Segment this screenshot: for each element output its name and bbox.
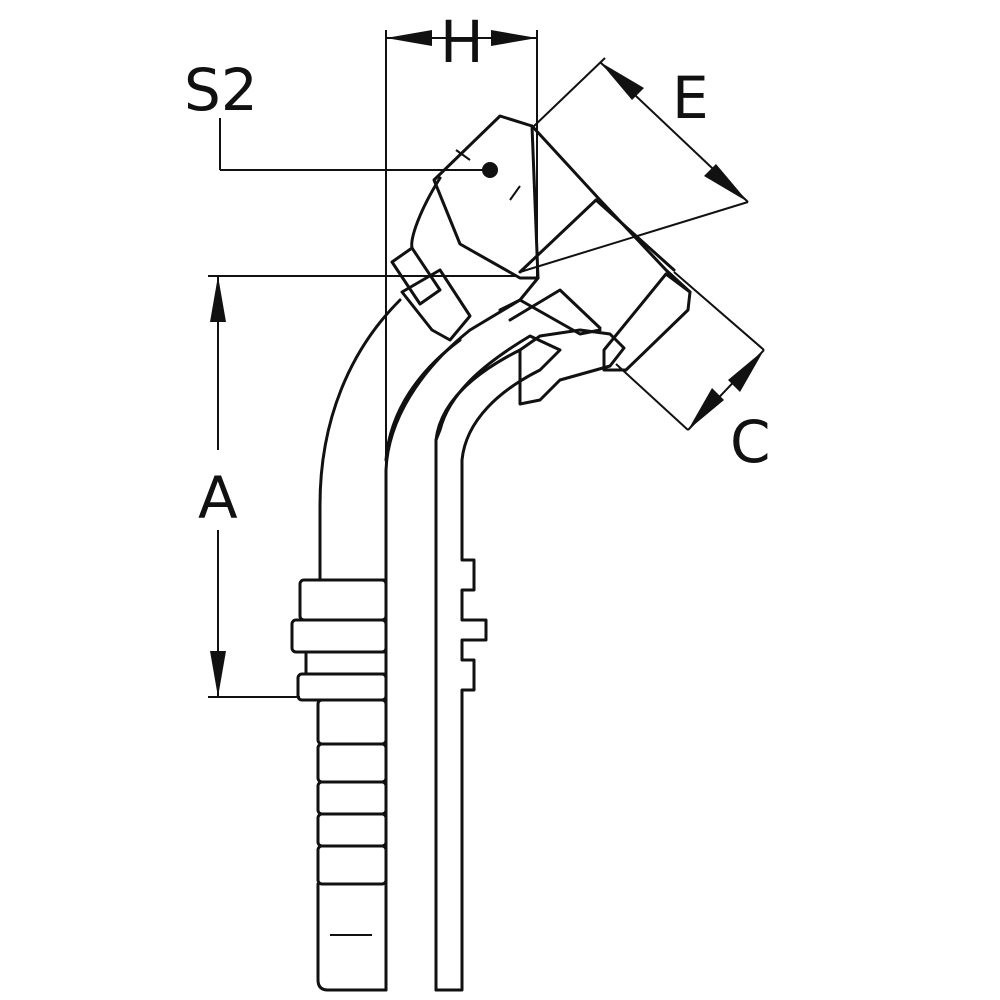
label-s2: S2 <box>184 56 258 124</box>
dimension-a <box>208 275 515 698</box>
dimension-e <box>519 57 749 273</box>
leader-s2 <box>219 118 498 178</box>
fitting-outer-view <box>290 114 540 992</box>
label-c: C <box>730 408 771 476</box>
fitting-section-view <box>384 124 692 992</box>
label-a: A <box>198 464 238 532</box>
label-e: E <box>672 64 709 132</box>
label-h: H <box>440 8 484 76</box>
dimension-c <box>615 271 765 431</box>
